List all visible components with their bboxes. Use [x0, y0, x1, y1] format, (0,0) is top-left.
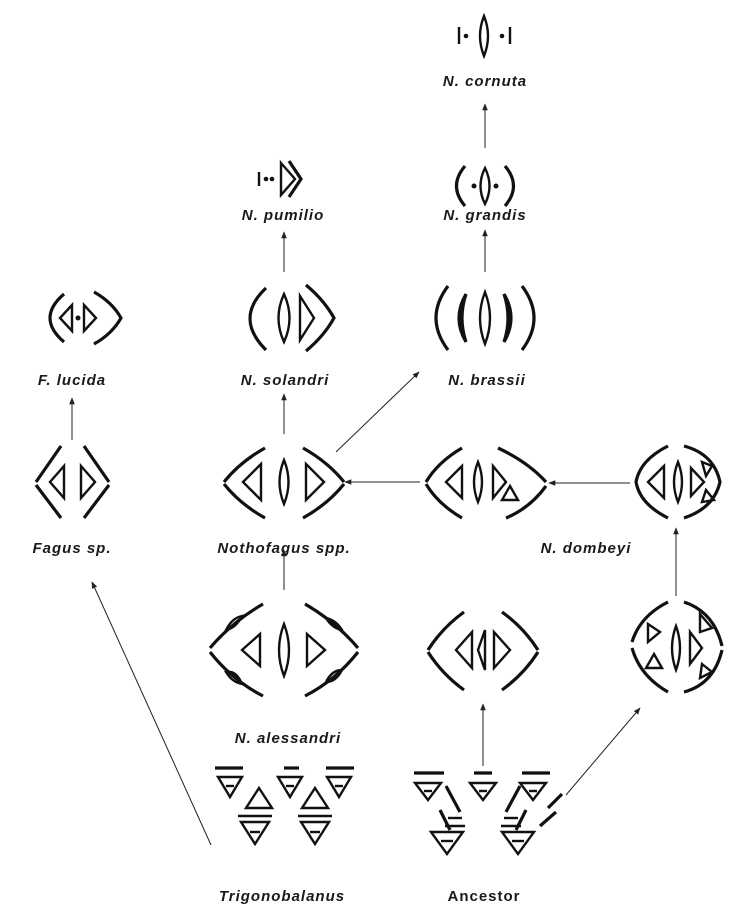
mid-lower-cupule-symbol [426, 610, 540, 692]
label-trigonobalanus: Trigonobalanus [219, 888, 345, 905]
cornuta-cupule-symbol [457, 12, 512, 60]
arrow-ancestor-to-right-lower [565, 707, 641, 796]
label-n-cornuta: N. cornuta [443, 73, 527, 90]
labels: N. cornuta N. pumilio N. grandis F. luci… [32, 73, 632, 905]
solandri-cupule-symbol [248, 283, 336, 353]
right-upper-cupule-symbol [634, 444, 722, 520]
brassii-cupule-symbol [434, 285, 536, 351]
label-nothofagus: Nothofagus spp. [217, 540, 350, 557]
label-f-lucida: F. lucida [38, 372, 106, 389]
fagus-cupule-symbol [34, 445, 111, 519]
label-nothofagus-text: Nothofagus spp. [217, 540, 350, 557]
label-fagus-text: Fagus sp. [32, 540, 111, 557]
label-fagus: Fagus sp. [32, 540, 111, 557]
label-n-dombeyi: N. dombeyi [541, 540, 632, 557]
arrow-trigonobalanus-to-fagus [91, 581, 212, 846]
label-n-alessandri: N. alessandri [235, 730, 341, 747]
alessandri-cupule-symbol [208, 602, 360, 698]
label-ancestor: Ancestor [447, 888, 520, 905]
right-lower-cupule-symbol [630, 600, 724, 694]
grandis-cupule-symbol [454, 164, 516, 208]
label-n-brassii: N. brassii [448, 372, 526, 389]
label-n-pumilio: N. pumilio [242, 207, 325, 224]
label-n-solandri: N. solandri [241, 372, 330, 389]
nothofagus-cupule-symbol [222, 446, 346, 520]
dombeyi-cupule-symbol [424, 446, 548, 520]
arrow-nothofagus-to-brassii [335, 371, 420, 453]
label-n-grandis: N. grandis [443, 207, 526, 224]
trigonobalanus-cupule-symbol [215, 766, 354, 847]
pumilio-cupule-symbol [257, 159, 303, 199]
ancestor-cupule-symbol [412, 771, 564, 857]
edges [69, 103, 679, 846]
lucida-cupule-symbol [48, 290, 123, 346]
